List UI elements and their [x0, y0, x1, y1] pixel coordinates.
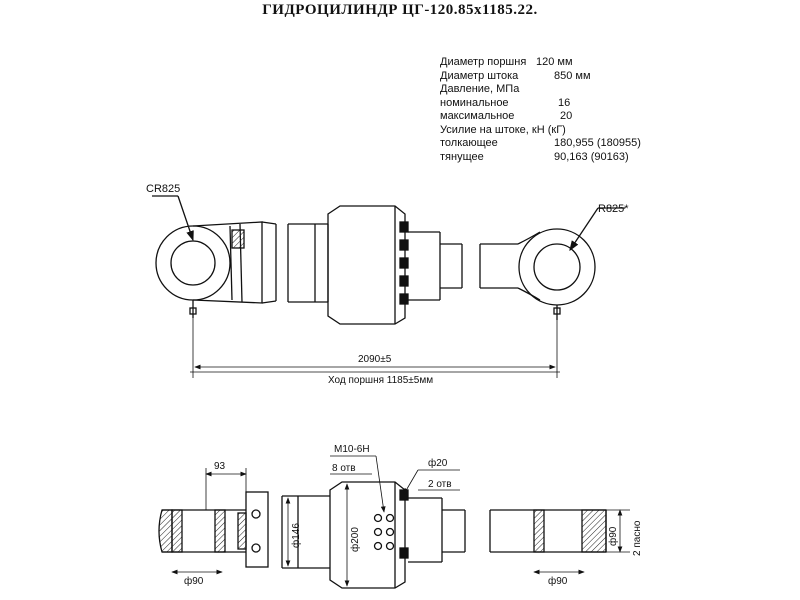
spec-value: 850 мм [554, 69, 591, 82]
left-dia-90-label: ф90 [184, 575, 204, 587]
spec-label: Диаметр поршня [440, 56, 527, 68]
bottom-head [329, 481, 443, 589]
left-eye-mount [155, 221, 277, 318]
spec-value: 16 [558, 96, 571, 109]
spec-label: тянущее [440, 150, 484, 163]
piston-rod [440, 243, 518, 289]
bottom-tube [281, 495, 330, 569]
stroke-label: Ход поршня 1185±5мм [328, 375, 433, 386]
cylinder-head [327, 205, 441, 325]
thread-label: M10-6H [334, 444, 370, 455]
thread-count-label: 8 отв [332, 463, 356, 474]
spec-value: 120 мм [536, 56, 573, 68]
spec-label: Диаметр штока [440, 69, 519, 82]
right-radius-label: R825* [598, 203, 629, 215]
left-radius-label: СR825 [146, 183, 180, 195]
dia-146-label: ф146 [290, 523, 302, 548]
dim-93-label: 93 [214, 461, 226, 472]
spec-label: максимальное [440, 110, 515, 122]
overall-length-label: 2090±5 [358, 354, 392, 365]
spec-value: 90,163 (90163) [554, 150, 629, 163]
holes-count-label: 2 отв [428, 479, 452, 490]
two-holes-label: 2 пасно [632, 520, 643, 556]
dia-20-label: ф20 [428, 457, 448, 469]
drawing-title: ГИДРОЦИЛИНДР ЦГ-120.85x1185.22. [262, 2, 538, 18]
vertical-dia-90-label: ф90 [607, 526, 619, 546]
spec-label: номинальное [440, 96, 509, 109]
top-view [152, 195, 625, 378]
bottom-view [158, 455, 630, 589]
dia-200-label: ф200 [349, 527, 361, 552]
spec-label: толкающее [440, 137, 498, 149]
cylinder-tube [287, 223, 329, 303]
spec-value: 20 [560, 110, 573, 122]
spec-label: Давление, МПа [440, 83, 520, 95]
right-end-section [533, 509, 607, 553]
right-eye-mount [517, 228, 596, 320]
spec-value: 180,955 (180955) [554, 137, 641, 149]
left-end-section [158, 491, 269, 568]
right-dia-90-label: ф90 [548, 575, 568, 587]
spec-label: Усилие на штоке, кН (кГ) [440, 123, 566, 136]
